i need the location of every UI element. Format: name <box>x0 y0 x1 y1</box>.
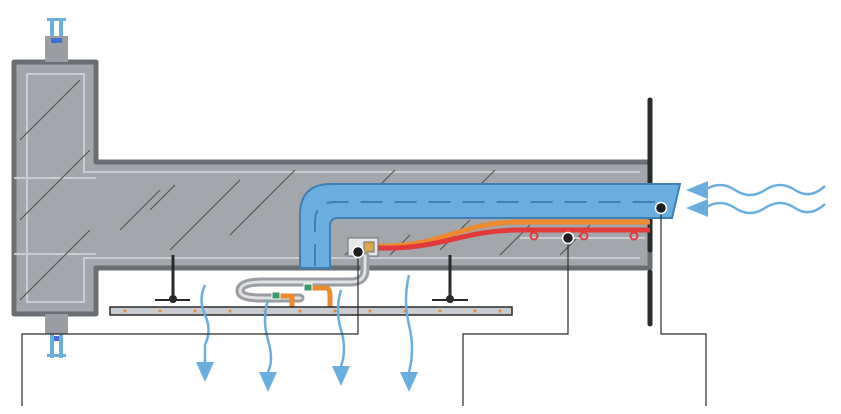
callout-dot <box>654 201 668 215</box>
callout-dot <box>351 245 365 259</box>
airflow-down-arrow <box>196 274 418 392</box>
bottom-valve <box>45 314 68 358</box>
suspension-rods <box>155 255 468 303</box>
duct-center-dash <box>314 201 662 266</box>
slab-inner-line-bottom <box>26 74 640 303</box>
callout-dot <box>561 231 575 245</box>
heating-pipes <box>377 219 650 251</box>
leader-air-duct <box>660 208 707 406</box>
ceiling-panel <box>109 306 513 316</box>
slab-inner-line <box>27 73 640 173</box>
leader-heating-pipe <box>462 238 569 406</box>
callout-dots <box>351 201 668 259</box>
airflow-in-arrow <box>686 181 826 217</box>
flex-hose <box>235 251 370 312</box>
top-valve <box>45 18 68 62</box>
air-duct <box>299 183 682 269</box>
callout-leaders <box>21 208 707 406</box>
leader-connector <box>21 252 359 406</box>
